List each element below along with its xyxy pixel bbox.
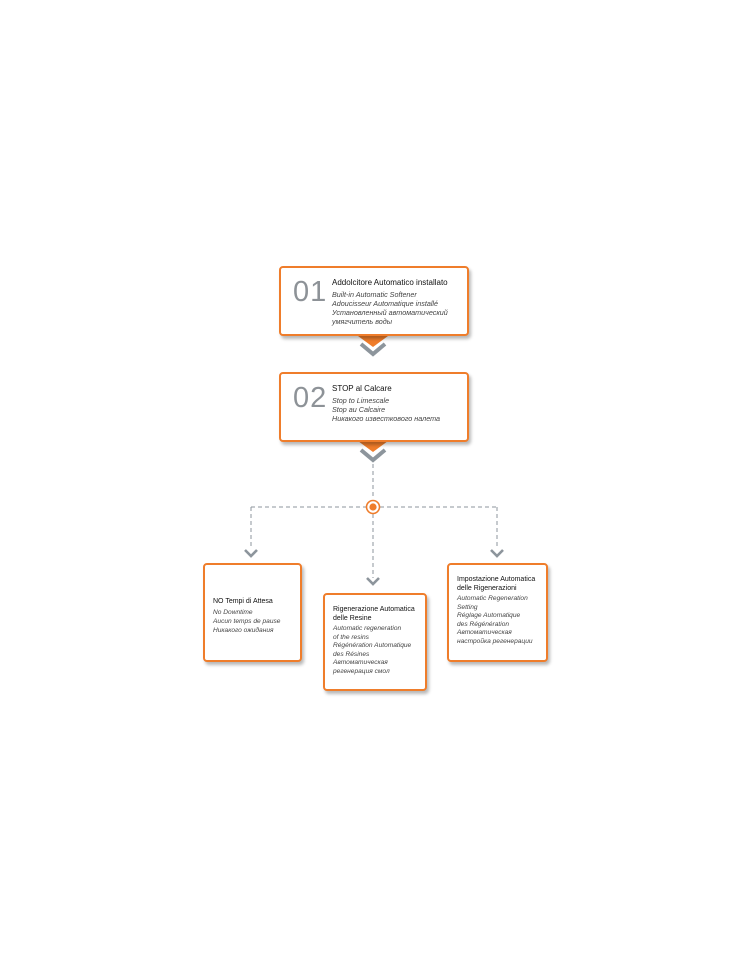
outcome-title: NO Tempi di Attesa — [213, 598, 273, 605]
step-box-2: 02 STOP al Calcare Stop to Limescale Sto… — [279, 372, 469, 442]
step-number: 01 — [293, 276, 328, 308]
outcome-box-no-downtime: NO Tempi di Attesa No Downtime Aucun tem… — [203, 563, 302, 662]
step-line: Stop to Limescale — [332, 396, 390, 405]
outcome-line: Régénération Automatique — [333, 642, 412, 650]
step-text: STOP al Calcare Stop to Limescale Stop a… — [332, 384, 463, 423]
chevron-down-icon — [244, 549, 258, 558]
step-title: Addolcitore Automatico installato — [332, 278, 448, 287]
outcome-line: of the resins — [333, 633, 369, 641]
outcome-line: des Résines — [333, 650, 370, 658]
step-line: Adoucisseur Automatique installé — [332, 299, 439, 308]
outcome-text: Impostazione Automatica delle Rigenerazi… — [457, 576, 542, 647]
outcome-title: Rigenerazione Automatica — [333, 606, 415, 613]
outcome-line: Automatic Regeneration — [457, 595, 528, 602]
step-line: умягчитель воды — [332, 317, 393, 326]
outcome-line: Automatic regeneration — [333, 625, 402, 632]
outcome-line: des Régénération — [457, 620, 510, 628]
down-arrow-icon — [358, 336, 388, 357]
down-arrow-icon — [358, 441, 388, 463]
outcome-text: Rigenerazione Automatica delle Resine Au… — [333, 606, 421, 677]
step-line: Built-in Automatic Softener — [332, 290, 417, 299]
junction-node-icon — [365, 499, 381, 515]
outcome-title: delle Resine — [333, 614, 372, 622]
outcome-line: Aucun temps de pause — [213, 618, 281, 625]
outcome-line: Réglage Automatique — [457, 612, 521, 620]
step-text: Addolcitore Automatico installato Built-… — [332, 278, 463, 326]
outcome-title: delle Rigenerazioni — [457, 584, 517, 592]
step-number: 02 — [293, 382, 328, 414]
outcome-line: Автоматическая — [333, 659, 388, 667]
chevron-down-icon — [490, 549, 504, 558]
step-line: Никакого известкового налета — [332, 414, 441, 423]
dashed-connector-lines — [250, 464, 498, 578]
chevron-down-icon — [366, 577, 380, 586]
step-line: Установленный автоматический — [332, 308, 448, 317]
step-title: STOP al Calcare — [332, 384, 392, 393]
step-line: Stop au Calcaire — [332, 405, 386, 414]
outcome-line: No Downtime — [213, 609, 253, 616]
outcome-line: регенерация смол — [333, 667, 390, 675]
outcome-line: Автоматическая — [457, 629, 512, 637]
outcome-box-regeneration-setting: Impostazione Automatica delle Rigenerazi… — [447, 563, 548, 662]
outcome-text: NO Tempi di Attesa No Downtime Aucun tem… — [213, 597, 296, 635]
outcome-box-resin-regeneration: Rigenerazione Automatica delle Resine Au… — [323, 593, 427, 691]
step-box-1: 01 Addolcitore Automatico installato Bui… — [279, 266, 469, 336]
outcome-line: Setting — [457, 603, 478, 611]
outcome-title: Impostazione Automatica — [457, 576, 536, 583]
outcome-line: Никакого ожидания — [213, 627, 274, 634]
outcome-line: настройка регенерации — [457, 637, 533, 645]
